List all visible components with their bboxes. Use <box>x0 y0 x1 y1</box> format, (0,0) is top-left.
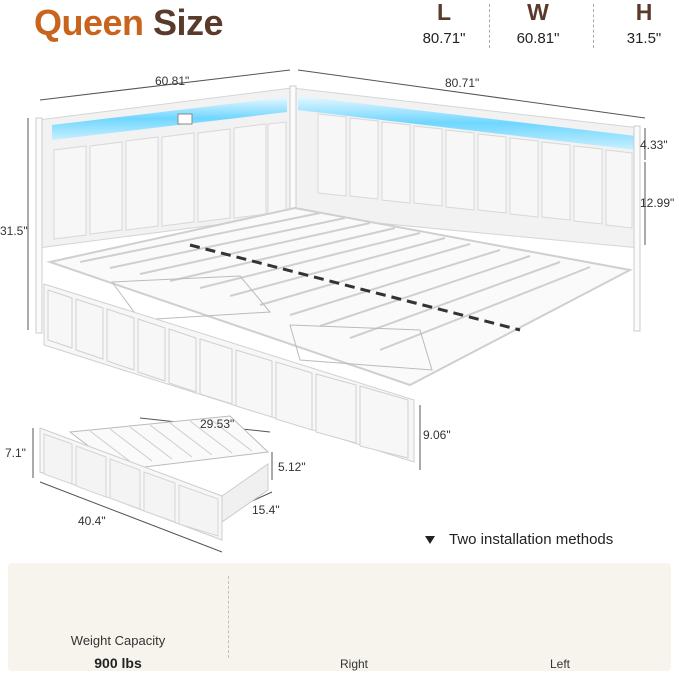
dim-width-value: 60.81" <box>516 30 560 47</box>
dim-height-letter: H <box>635 0 653 25</box>
dim-divider <box>489 4 490 48</box>
left-headboard <box>35 87 293 334</box>
dim-drawer-side-height: 5.12" <box>278 460 306 474</box>
under-bed-drawers <box>111 275 433 371</box>
title-queen: Queen <box>34 2 144 43</box>
dim-drawer-front-height: 7.1" <box>5 446 26 460</box>
triangle-down-icon <box>425 536 435 545</box>
dim-drawer-length: 29.53" <box>200 417 235 431</box>
dim-length: L 80.71" <box>409 0 479 47</box>
install-left-label: Left <box>549 657 570 671</box>
title-size: Size <box>153 2 224 43</box>
dim-width: W 60.81" <box>503 0 573 47</box>
slat-frame <box>46 206 634 387</box>
right-headboard <box>289 85 641 332</box>
dim-height: H 31.5" <box>609 0 679 47</box>
dim-divider <box>593 4 594 48</box>
dim-length-value: 80.71" <box>422 30 466 47</box>
dim-height: 31.5" <box>0 224 28 238</box>
weight-capacity-value: 900 lbs <box>94 655 142 671</box>
dim-panel-height: 12.99" <box>640 196 675 210</box>
installation-heading-text: Two installation methods <box>449 531 614 548</box>
installation-heading: Two installation methods <box>425 531 613 548</box>
dim-width-letter: W <box>527 0 549 25</box>
install-right-label: Right <box>339 657 368 671</box>
dim-left-width: 60.81" <box>155 74 190 88</box>
panel-divider <box>228 576 229 658</box>
page-title: Queen Size <box>34 2 224 44</box>
info-panel: Weight Capacity 900 lbs Right Left <box>8 563 671 671</box>
dim-right-length: 80.71" <box>445 76 480 90</box>
drawer-illustration <box>39 415 270 541</box>
dim-drawer-depth: 15.4" <box>252 503 280 517</box>
dimension-summary: L 80.71" W 60.81" H 31.5" <box>409 0 679 50</box>
dim-clearance: 9.06" <box>423 428 451 442</box>
dim-drawer-front-width: 40.4" <box>78 514 106 528</box>
dim-height-value: 31.5" <box>626 30 662 47</box>
weight-capacity-label: Weight Capacity <box>70 633 166 648</box>
dim-length-letter: L <box>436 0 452 25</box>
front-rail <box>43 283 415 463</box>
dim-light-height: 4.33" <box>640 138 668 152</box>
